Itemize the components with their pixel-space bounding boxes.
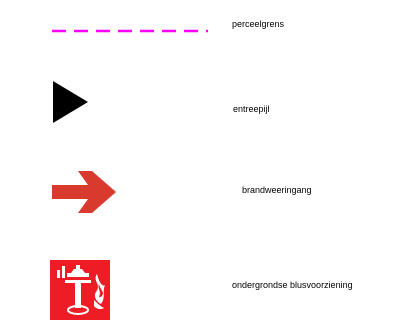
property-boundary-label: perceelgrens (232, 19, 285, 29)
property-boundary-dashed-line-icon (52, 29, 208, 33)
fire-brigade-entrance-arrow-icon (52, 171, 116, 213)
underground-hydrant-sign-icon (50, 260, 110, 320)
entrance-arrow-label: entreepijl (233, 104, 270, 114)
underground-hydrant-label: ondergrondse blusvoorziening (232, 280, 353, 290)
entrance-arrow-icon (53, 81, 88, 123)
fire-brigade-entrance-label: brandweeringang (242, 185, 312, 195)
